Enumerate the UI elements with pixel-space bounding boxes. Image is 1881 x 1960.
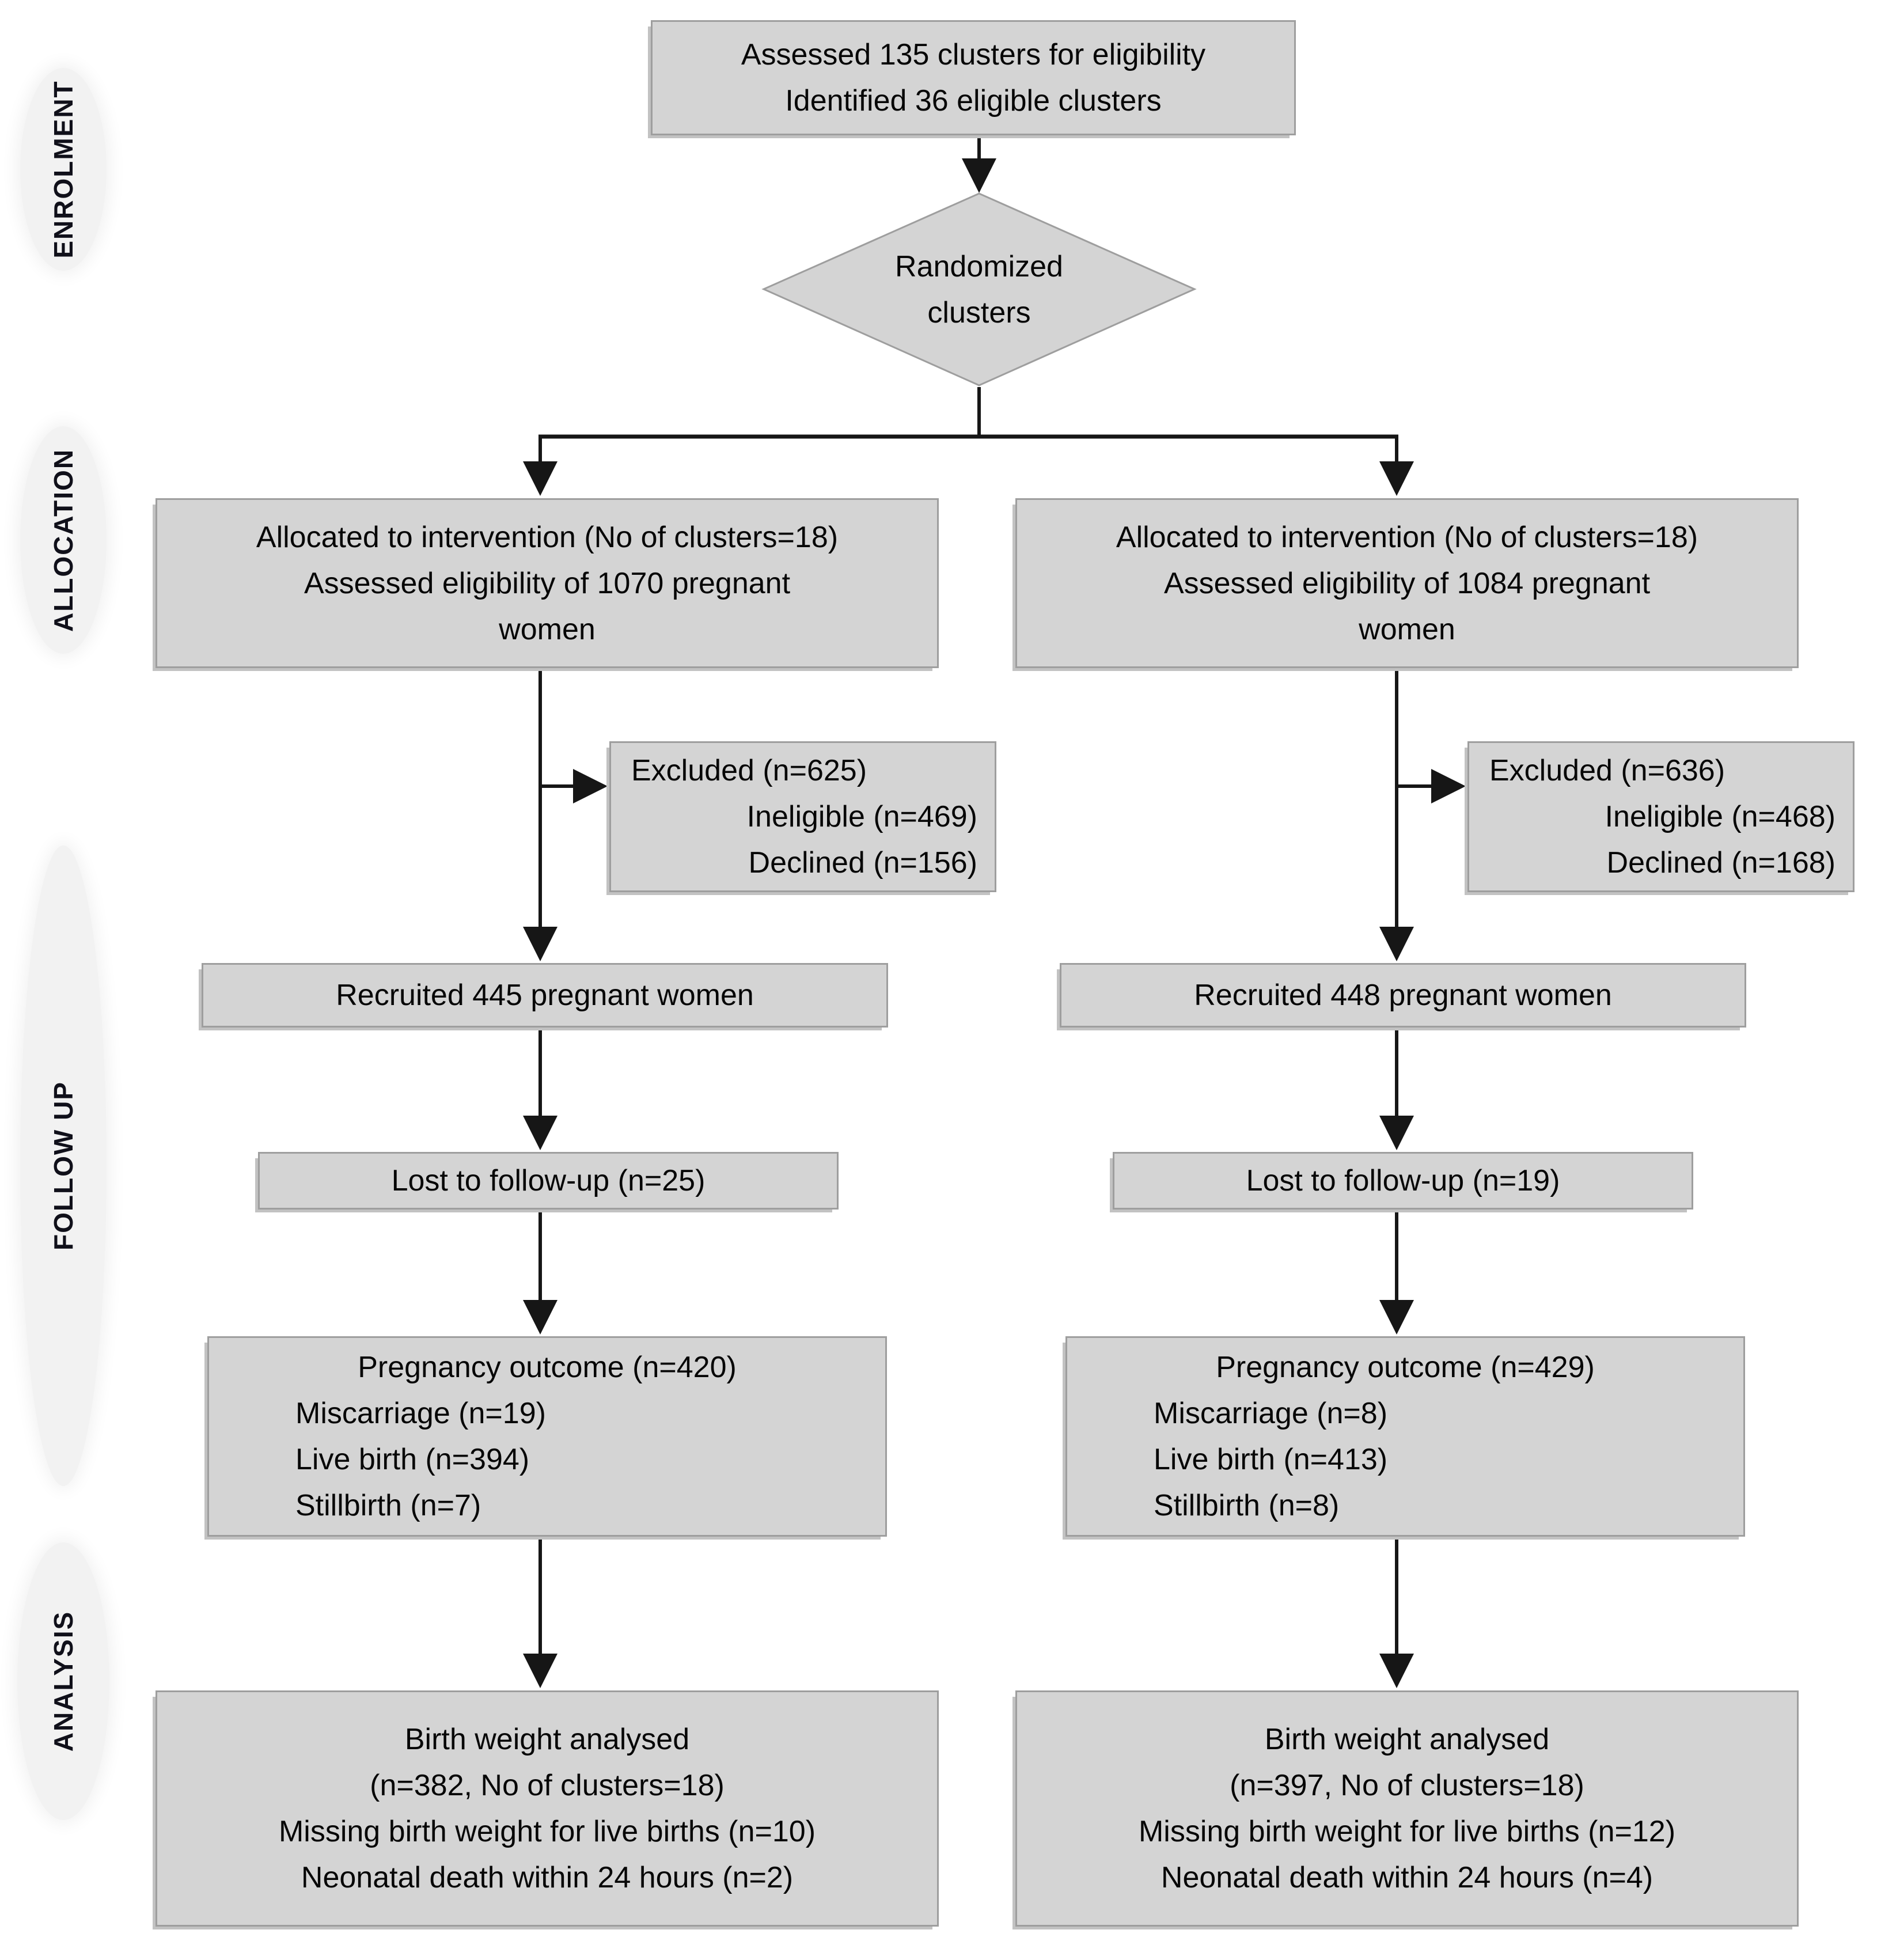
text-line: Miscarriage (n=8) xyxy=(1154,1397,1388,1430)
text-line: Allocated to intervention (No of cluster… xyxy=(1116,520,1698,554)
text-line: Neonatal death within 24 hours (n=4) xyxy=(1161,1861,1654,1894)
text-line: Excluded (n=636) xyxy=(1489,754,1725,787)
stage-ellipse-enrolment: ENROLMENT xyxy=(20,68,107,271)
stage-label-allocation: ALLOCATION xyxy=(48,448,78,632)
text-line: (n=382, No of clusters=18) xyxy=(370,1769,725,1802)
stage-ellipse-allocation: ALLOCATION xyxy=(20,426,107,654)
text-line: Recruited 445 pregnant women xyxy=(336,979,754,1012)
node-allocated-intervention-right: Allocated to intervention (No of cluster… xyxy=(1015,498,1799,668)
node-randomized-diamond xyxy=(761,192,1197,386)
text-line: clusters xyxy=(927,295,1031,329)
stage-label-enrolment: ENROLMENT xyxy=(48,80,78,259)
text-line: Assessed 135 clusters for eligibility xyxy=(741,38,1206,71)
text-line: Ineligible (n=469) xyxy=(746,800,977,833)
text-line: Birth weight analysed xyxy=(1264,1723,1550,1756)
node-birthweight-analysed-left: Birth weight analysed (n=382, No of clust… xyxy=(156,1690,939,1927)
node-excluded-right: Excluded (n=636) Ineligible (n=468) Declin… xyxy=(1467,741,1855,892)
text-line: Excluded (n=625) xyxy=(631,754,867,787)
stage-label-analysis: ANALYSIS xyxy=(48,1610,78,1752)
node-birthweight-analysed-right: Birth weight analysed (n=397, No of clust… xyxy=(1015,1690,1799,1927)
text-line: Live birth (n=394) xyxy=(295,1443,530,1476)
node-pregnancy-outcome-right: Pregnancy outcome (n=429) Miscarriage (n=… xyxy=(1065,1336,1745,1537)
node-lost-followup-left: Lost to follow-up (n=25) xyxy=(258,1152,839,1210)
text-line: Lost to follow-up (n=19) xyxy=(1246,1164,1560,1197)
text-line: Declined (n=168) xyxy=(1606,846,1836,879)
text-line: Ineligible (n=468) xyxy=(1605,800,1836,833)
text-line: women xyxy=(499,612,596,646)
text-line: Lost to follow-up (n=25) xyxy=(391,1164,706,1197)
text-line: Assessed eligibility of 1070 pregnant xyxy=(304,566,791,600)
node-lost-followup-right: Lost to follow-up (n=19) xyxy=(1113,1152,1693,1210)
text-line: Pregnancy outcome (n=420) xyxy=(358,1351,737,1384)
node-recruited-right: Recruited 448 pregnant women xyxy=(1060,963,1746,1028)
text-line: women xyxy=(1359,612,1455,646)
text-line: Randomized xyxy=(895,249,1063,283)
node-pregnancy-outcome-left: Pregnancy outcome (n=420) Miscarriage (n=… xyxy=(207,1336,887,1537)
text-line: Missing birth weight for live births (n=… xyxy=(278,1815,816,1848)
text-line: Declined (n=156) xyxy=(748,846,977,879)
text-line: Identified 36 eligible clusters xyxy=(785,84,1162,117)
text-line: Stillbirth (n=7) xyxy=(295,1489,481,1522)
text-line: Miscarriage (n=19) xyxy=(295,1397,546,1430)
text-line: Stillbirth (n=8) xyxy=(1154,1489,1340,1522)
stage-label-followup: FOLLOW UP xyxy=(48,1081,78,1250)
text-line: Missing birth weight for live births (n=… xyxy=(1138,1815,1676,1848)
stage-ellipse-followup: FOLLOW UP xyxy=(20,846,107,1486)
text-line: Birth weight analysed xyxy=(404,1723,690,1756)
text-line: Pregnancy outcome (n=429) xyxy=(1216,1351,1595,1384)
node-excluded-left: Excluded (n=625) Ineligible (n=469) Declin… xyxy=(609,741,996,892)
text-line: Neonatal death within 24 hours (n=2) xyxy=(301,1861,794,1894)
text-line: Recruited 448 pregnant women xyxy=(1194,979,1612,1012)
node-randomized-label: Randomized clusters xyxy=(760,190,1198,389)
text-line: Allocated to intervention (No of cluster… xyxy=(256,520,839,554)
node-allocated-intervention-left: Allocated to intervention (No of cluster… xyxy=(156,498,939,668)
text-line: Assessed eligibility of 1084 pregnant xyxy=(1163,566,1651,600)
node-recruited-left: Recruited 445 pregnant women xyxy=(202,963,888,1028)
text-line: (n=397, No of clusters=18) xyxy=(1230,1769,1584,1802)
text-line: Live birth (n=413) xyxy=(1154,1443,1388,1476)
stage-ellipse-analysis: ANALYSIS xyxy=(17,1542,109,1820)
